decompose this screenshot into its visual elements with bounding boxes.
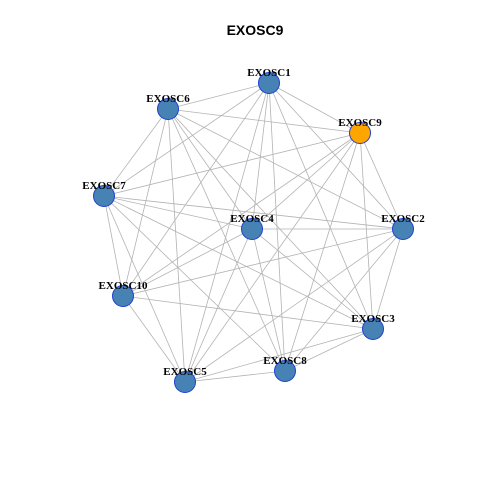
edge-exosc7-exosc5 xyxy=(103,195,186,383)
edge-exosc7-exosc8 xyxy=(103,195,286,372)
node-exosc8[interactable] xyxy=(274,360,296,382)
edge-exosc4-exosc8 xyxy=(251,228,286,372)
node-label-exosc5: EXOSC5 xyxy=(163,366,207,378)
edge-layer xyxy=(103,82,404,383)
edge-exosc4-exosc3 xyxy=(251,228,374,330)
node-label-exosc8: EXOSC8 xyxy=(263,355,307,367)
edge-exosc6-exosc9 xyxy=(167,108,361,134)
node-label-exosc6: EXOSC6 xyxy=(146,93,190,105)
edge-exosc4-exosc5 xyxy=(184,228,253,383)
node-exosc6[interactable] xyxy=(157,98,179,120)
edge-exosc7-exosc4 xyxy=(103,195,253,230)
edge-exosc9-exosc7 xyxy=(103,132,361,197)
edge-exosc1-exosc7 xyxy=(103,82,270,197)
edge-exosc9-exosc4 xyxy=(251,132,361,230)
edge-exosc6-exosc8 xyxy=(167,108,286,372)
node-layer xyxy=(93,72,414,393)
diagram-title: EXOSC9 xyxy=(227,22,284,38)
node-label-exosc1: EXOSC1 xyxy=(247,67,290,79)
edge-exosc2-exosc10 xyxy=(122,228,404,297)
edge-exosc9-exosc5 xyxy=(184,132,361,383)
edge-exosc2-exosc3 xyxy=(372,228,404,330)
edge-exosc1-exosc5 xyxy=(184,82,270,383)
node-exosc9[interactable] xyxy=(349,122,371,144)
node-exosc4[interactable] xyxy=(241,218,263,240)
edge-exosc6-exosc2 xyxy=(167,108,404,230)
edge-exosc2-exosc5 xyxy=(184,228,404,383)
edge-exosc9-exosc8 xyxy=(284,132,361,372)
edge-exosc8-exosc5 xyxy=(184,370,286,383)
edge-exosc7-exosc2 xyxy=(103,195,404,230)
edge-exosc9-exosc2 xyxy=(359,132,404,230)
node-label-exosc3: EXOSC3 xyxy=(351,313,395,325)
node-exosc7[interactable] xyxy=(93,185,115,207)
edge-exosc1-exosc6 xyxy=(167,82,270,110)
node-exosc2[interactable] xyxy=(392,218,414,240)
edge-exosc3-exosc5 xyxy=(184,328,374,383)
edge-exosc10-exosc5 xyxy=(122,295,186,383)
edge-exosc6-exosc4 xyxy=(167,108,253,230)
node-exosc5[interactable] xyxy=(174,371,196,393)
edge-exosc9-exosc10 xyxy=(122,132,361,297)
node-label-exosc9: EXOSC9 xyxy=(338,117,382,129)
edge-exosc6-exosc3 xyxy=(167,108,374,330)
edge-exosc6-exosc7 xyxy=(103,108,169,197)
edge-exosc1-exosc9 xyxy=(268,82,361,134)
node-label-exosc7: EXOSC7 xyxy=(82,180,126,192)
edge-exosc6-exosc10 xyxy=(122,108,169,297)
node-label-exosc10: EXOSC10 xyxy=(99,280,148,292)
edge-exosc3-exosc8 xyxy=(284,328,374,372)
node-exosc10[interactable] xyxy=(112,285,134,307)
node-label-exosc2: EXOSC2 xyxy=(381,213,425,225)
edge-exosc7-exosc10 xyxy=(103,195,124,297)
edge-exosc2-exosc8 xyxy=(284,228,404,372)
node-exosc1[interactable] xyxy=(258,72,280,94)
edge-exosc4-exosc10 xyxy=(122,228,253,297)
edge-exosc10-exosc3 xyxy=(122,295,374,330)
edge-exosc6-exosc5 xyxy=(167,108,186,383)
edge-exosc1-exosc8 xyxy=(268,82,286,372)
node-exosc3[interactable] xyxy=(362,318,384,340)
edge-exosc9-exosc3 xyxy=(359,132,374,330)
edge-exosc7-exosc3 xyxy=(103,195,374,330)
edge-exosc1-exosc2 xyxy=(268,82,404,230)
node-label-exosc4: EXOSC4 xyxy=(230,213,274,225)
